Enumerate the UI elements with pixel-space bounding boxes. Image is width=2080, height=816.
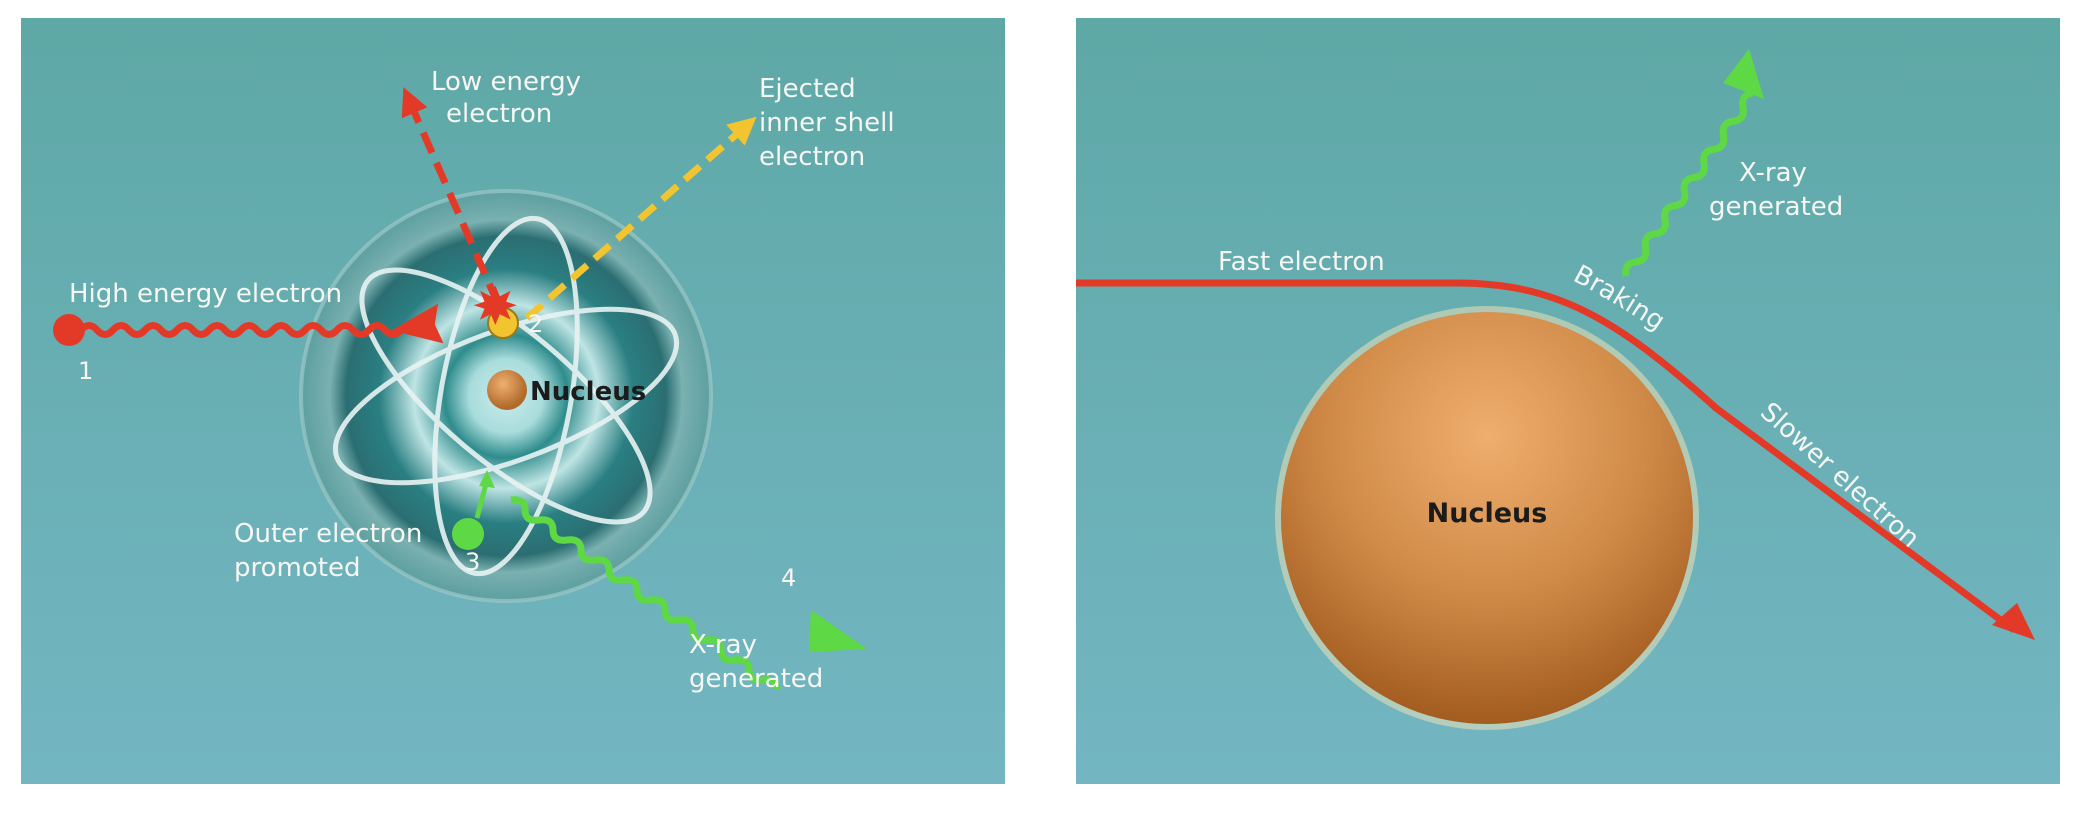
step-4-label: 4 — [781, 564, 796, 592]
characteristic-xray-panel: Nucleus High energy electron 1 Low energ… — [21, 18, 1005, 784]
promotion-arrowhead — [479, 470, 495, 488]
nucleus-small — [487, 370, 527, 410]
xray-arrowhead — [809, 610, 867, 652]
bremsstrahlung-diagram: Nucleus Fast electron Braking X-ray gene… — [1076, 18, 2060, 784]
incoming-arrowhead — [391, 303, 444, 344]
characteristic-xray-diagram: Nucleus High energy electron 1 Low energ… — [21, 18, 1005, 784]
xray-arrowhead — [1723, 49, 1764, 99]
trajectory-arrowhead — [1992, 603, 2035, 640]
fast-electron-label: Fast electron — [1218, 247, 1385, 277]
xray-wave — [510, 496, 781, 691]
step-2-label: 2 — [528, 310, 543, 338]
step-1-label: 1 — [78, 357, 93, 385]
low-energy-label-line2: electron — [446, 99, 552, 129]
ejected-label-line3: electron — [759, 142, 865, 172]
xray-wave — [1622, 89, 1754, 277]
outer-electron-label-line2: promoted — [234, 553, 360, 583]
nucleus-label: Nucleus — [530, 377, 646, 407]
electron-orbits — [332, 215, 680, 577]
outer-electron-dot — [452, 518, 484, 550]
xray-label-line2: generated — [1709, 192, 1843, 222]
collision-burst-icon — [473, 285, 517, 325]
incoming-electron-wave — [78, 322, 404, 338]
incoming-electron-dot — [53, 314, 85, 346]
nucleus-large — [1281, 312, 1693, 724]
nucleus-label: Nucleus — [1427, 498, 1548, 529]
electron-trajectory — [1076, 279, 2017, 633]
bremsstrahlung-panel: Nucleus Fast electron Braking X-ray gene… — [1076, 18, 2060, 784]
ejected-label-line1: Ejected — [759, 74, 856, 104]
atom: Nucleus — [299, 189, 713, 603]
step-3-label: 3 — [465, 548, 480, 576]
xray-label-line1: X-ray — [1739, 158, 1807, 188]
xray-label-line1: X-ray — [689, 630, 757, 660]
high-energy-label: High energy electron — [69, 279, 342, 309]
xray-label-line2: generated — [689, 664, 823, 694]
low-energy-electron-arrow — [401, 87, 502, 306]
ejected-label-line2: inner shell — [759, 108, 895, 138]
low-energy-label-line1: Low energy — [431, 67, 581, 97]
outer-electron-label-line1: Outer electron — [234, 519, 422, 549]
ejected-electron-arrow — [524, 116, 757, 321]
